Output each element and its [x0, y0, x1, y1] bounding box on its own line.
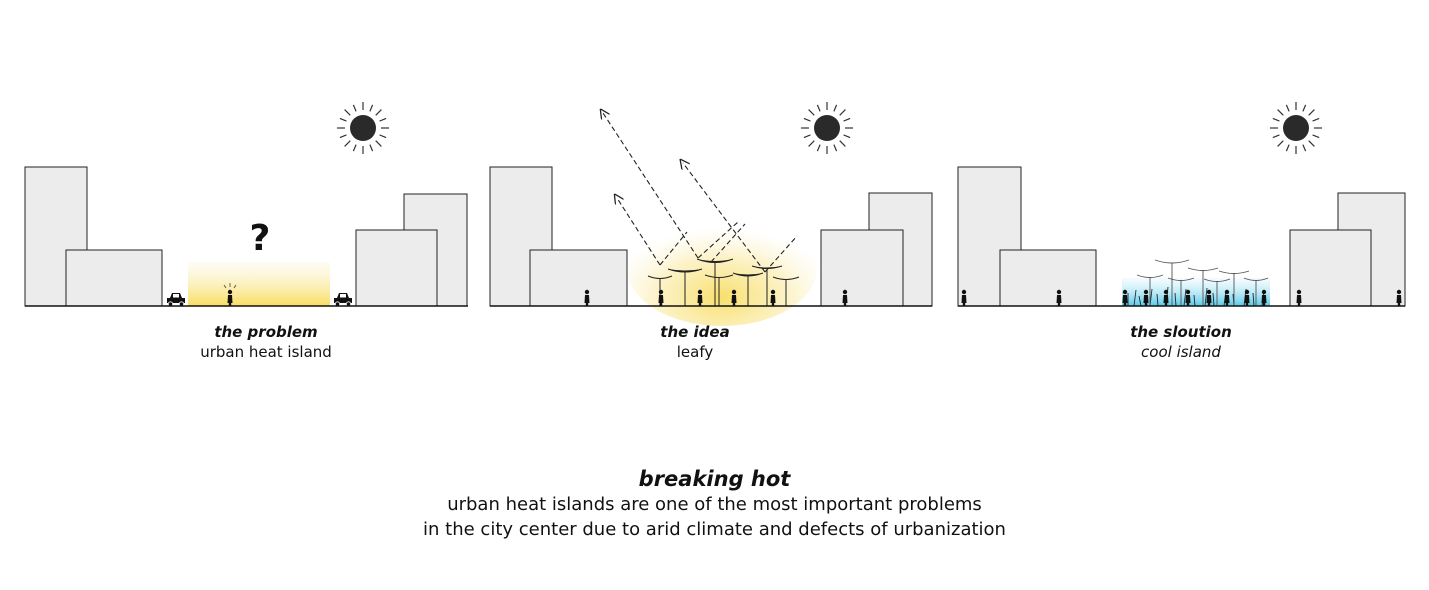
caption-subtitle: urban heat island: [200, 343, 332, 361]
caption-subtitle: leafy: [676, 343, 714, 361]
panel-idea: [489, 101, 933, 326]
canopy-structures: [1136, 259, 1269, 306]
canopy-icon: [1136, 274, 1164, 278]
canopy-icon: [1218, 270, 1250, 274]
building-right-low: [355, 229, 438, 307]
canopy-icon: [1187, 267, 1219, 271]
building-left-low: [529, 249, 628, 307]
heat-stress-icon: [223, 283, 237, 289]
canopy-icon: [647, 275, 673, 279]
building-left-low: [65, 249, 163, 307]
building-right-low: [1289, 229, 1372, 307]
footer-title: breaking hot: [638, 467, 791, 491]
canopy-icon: [772, 276, 800, 280]
reflection-arrow-icon: [683, 163, 766, 273]
heat-glow: [627, 210, 817, 326]
canopy-caps: [668, 259, 782, 276]
sun-icon: [1269, 101, 1323, 155]
reflection-arrows: [603, 113, 798, 273]
caption-title: the problem: [214, 323, 318, 341]
building-right-low: [820, 229, 904, 307]
sun-icon: [336, 101, 390, 155]
canopy-icon: [1243, 277, 1269, 281]
question-mark: ?: [250, 218, 271, 259]
panel-problem: ?: [24, 101, 468, 307]
footer-text: breaking hot urban heat islands are one …: [0, 466, 1429, 542]
car-icon: [333, 292, 353, 307]
caption-title: the sloution: [1130, 323, 1232, 341]
canopy-icon: [704, 274, 734, 278]
canopy-icon: [1154, 259, 1190, 264]
caption-idea: the idea leafy: [545, 322, 845, 362]
canopy-icon: [1203, 278, 1231, 282]
caption-subtitle: cool island: [1141, 343, 1221, 361]
footer-description-line: urban heat islands are one of the most i…: [447, 494, 982, 515]
canopy-icon: [1167, 277, 1195, 281]
building-left-low: [999, 249, 1097, 307]
sun-icon: [800, 101, 854, 155]
panel-solution: [957, 101, 1406, 307]
caption-problem: the problem urban heat island: [116, 322, 416, 362]
car-icon: [166, 292, 186, 307]
heat-zone: [188, 262, 330, 306]
caption-solution: the sloution cool island: [1031, 322, 1331, 362]
caption-title: the idea: [660, 323, 730, 341]
reflection-arrow-icon: [603, 113, 699, 259]
footer-description-line: in the city center due to arid climate a…: [423, 519, 1006, 540]
reflection-arrow-icon: [617, 198, 661, 266]
